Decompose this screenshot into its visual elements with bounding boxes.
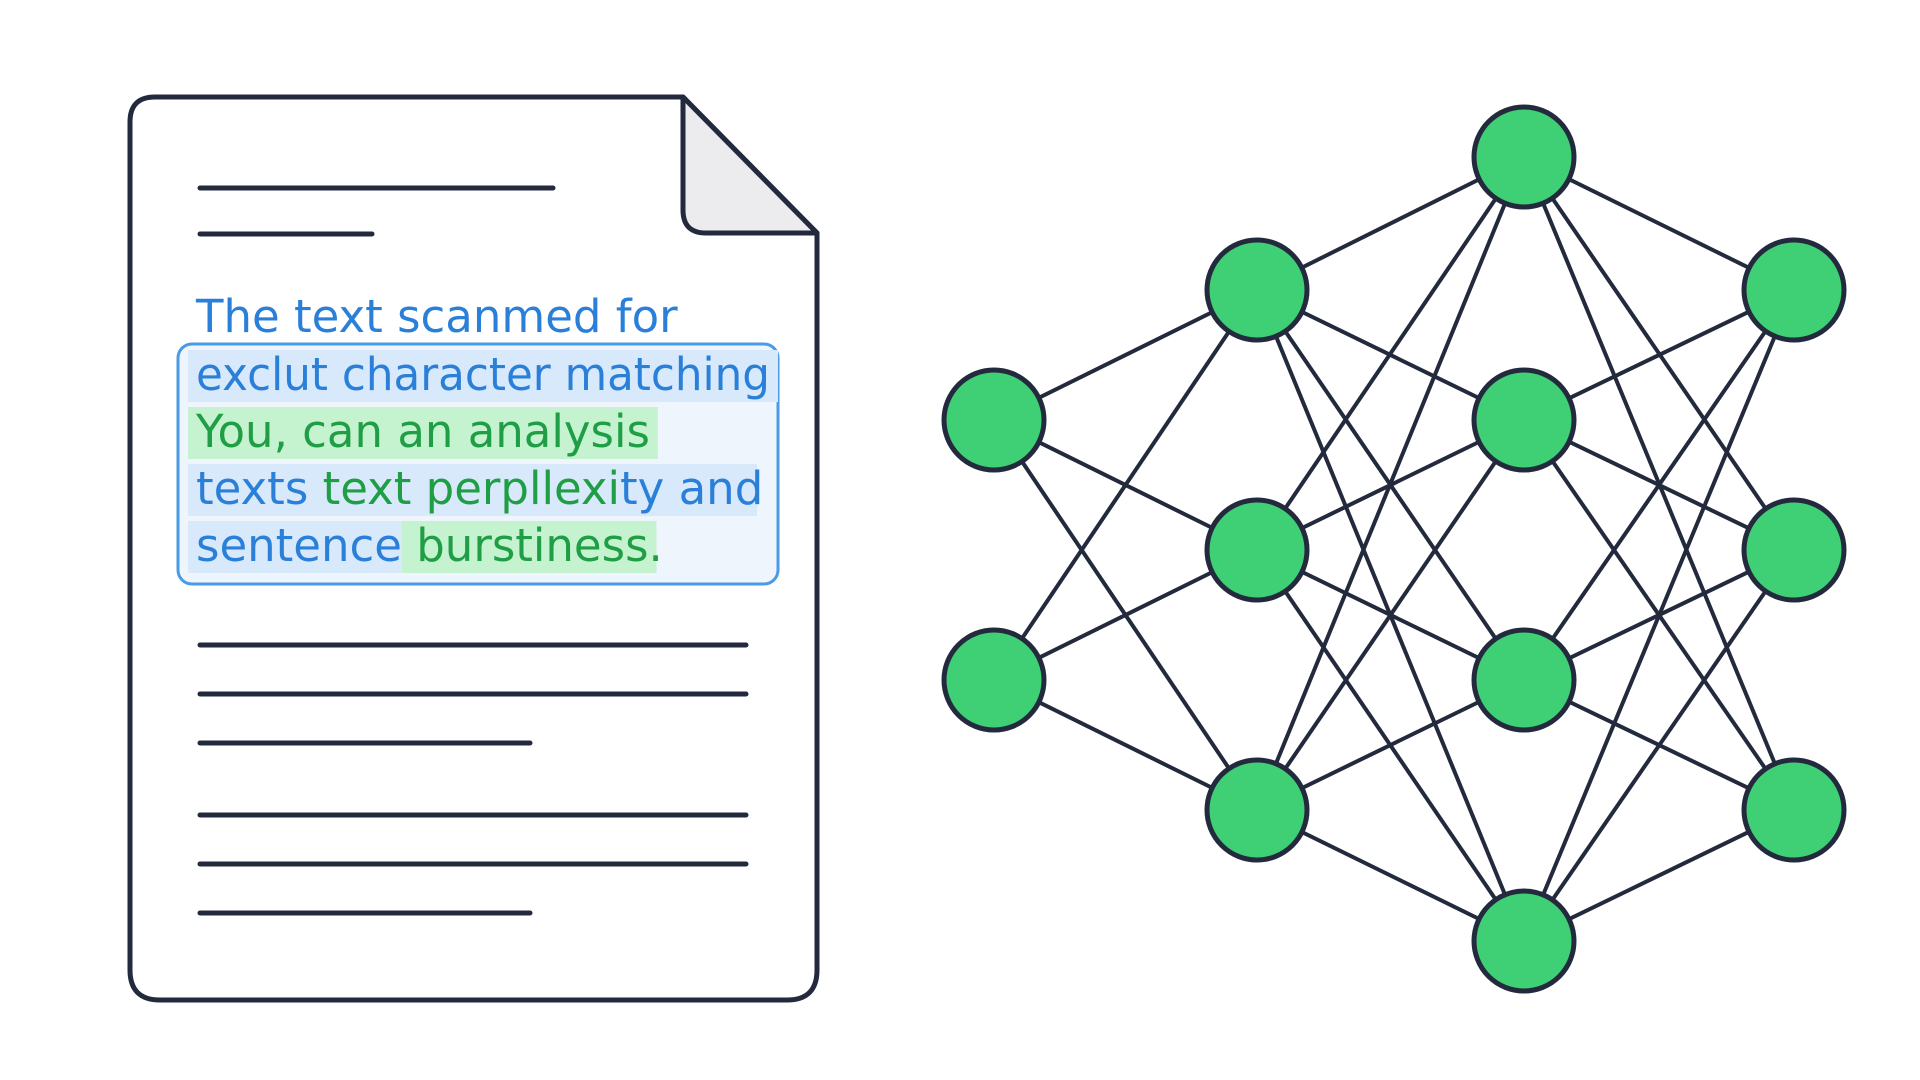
text-highlights bbox=[188, 350, 778, 573]
text-segment: ty and bbox=[620, 462, 763, 515]
network-edge bbox=[1522, 548, 1796, 943]
network-node bbox=[1204, 757, 1310, 863]
network-node bbox=[941, 627, 1047, 733]
text-highlight bbox=[401, 521, 657, 573]
network-edge bbox=[1255, 418, 1526, 812]
text-highlight bbox=[188, 350, 778, 402]
network-node bbox=[1471, 104, 1577, 210]
text-highlight bbox=[188, 521, 402, 573]
network-node bbox=[1741, 757, 1847, 863]
highlighted-text-line: You, can an analysis bbox=[195, 405, 650, 458]
text-segment: exclut character matching bbox=[196, 348, 770, 401]
text-segment: texts bbox=[196, 462, 323, 515]
highlighted-text-line: texts text perpllexity and bbox=[196, 462, 763, 515]
text-segment: text perpllexi bbox=[323, 462, 620, 515]
neural-network-diagram bbox=[941, 104, 1847, 994]
text-segment: You, can an analysis bbox=[195, 405, 650, 458]
highlighted-text-line: sentence burstiness. bbox=[196, 519, 663, 572]
text-highlight bbox=[188, 464, 309, 516]
network-node bbox=[1204, 237, 1310, 343]
network-node bbox=[1471, 888, 1577, 994]
highlighted-text-line: exclut character matching bbox=[196, 348, 770, 401]
network-edge bbox=[1255, 155, 1526, 552]
network-node bbox=[1204, 497, 1310, 603]
placeholder-text-lines-bottom bbox=[197, 642, 749, 916]
network-node bbox=[1471, 367, 1577, 473]
text-highlight bbox=[308, 464, 606, 516]
network-node bbox=[941, 367, 1047, 473]
network-nodes bbox=[941, 104, 1847, 994]
text-segment: burstiness. bbox=[416, 519, 663, 572]
document-icon: The text scanmed for exclut character ma… bbox=[127, 94, 820, 1003]
network-edge bbox=[1255, 156, 1526, 811]
network-node bbox=[1741, 237, 1847, 343]
network-edge bbox=[992, 288, 1259, 682]
document-intro-text: The text scanmed for bbox=[195, 290, 678, 343]
network-edge bbox=[1522, 289, 1796, 942]
page-fold-corner bbox=[680, 94, 820, 236]
network-node bbox=[1471, 627, 1577, 733]
placeholder-text-lines-top bbox=[197, 185, 556, 237]
text-highlight bbox=[605, 464, 757, 516]
text-highlight bbox=[188, 407, 658, 459]
text-segment: sentence bbox=[196, 519, 416, 572]
network-edges bbox=[992, 155, 1796, 943]
network-edge bbox=[1522, 288, 1796, 682]
network-node bbox=[1741, 497, 1847, 603]
